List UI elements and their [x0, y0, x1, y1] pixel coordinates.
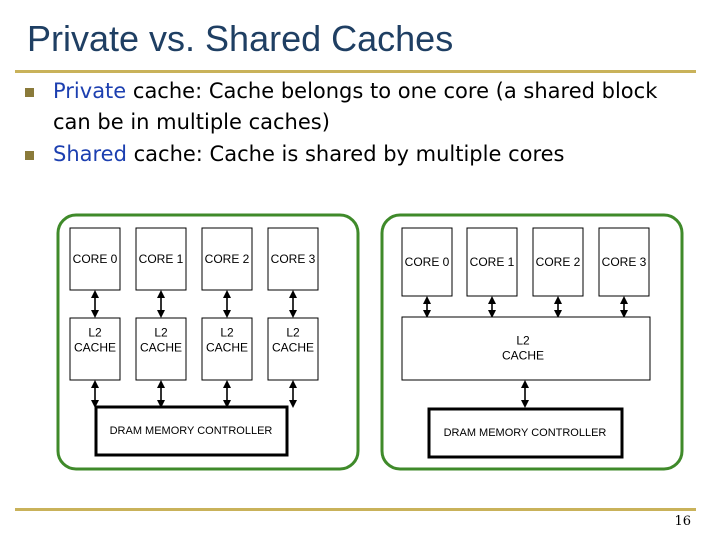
core-box [532, 227, 584, 297]
core-label: CORE 3 [602, 255, 647, 269]
bullet-text: cache: Cache is shared by multiple cores [126, 142, 565, 166]
core-box [135, 227, 187, 291]
core-label: CORE 0 [73, 252, 118, 266]
page-title: Private vs. Shared Caches [27, 18, 454, 59]
core-label: CORE 1 [139, 252, 184, 266]
core-box [401, 227, 453, 297]
footer-rule [15, 508, 696, 511]
core-box [201, 227, 253, 291]
core-box [466, 227, 518, 297]
l2-cache-box [267, 317, 319, 381]
bullet-term: Shared [53, 142, 127, 166]
title-rule [15, 70, 696, 73]
core-label: CORE 2 [205, 252, 250, 266]
core-label: CORE 3 [271, 252, 316, 266]
bullet-text: cache: Cache belongs to one core (a shar… [53, 79, 658, 134]
bullet-square-icon [25, 151, 34, 160]
l2-cache-box [201, 317, 253, 381]
core-label: CORE 0 [405, 255, 450, 269]
shared-l2-cache-box [401, 316, 651, 381]
bullet-private: Private cache: Cache belongs to one core… [25, 76, 693, 138]
bullet-square-icon [25, 88, 34, 97]
memory-controller-box [94, 405, 289, 457]
bullet-shared: Shared cache: Cache is shared by multipl… [25, 139, 693, 170]
core-label: CORE 2 [536, 255, 581, 269]
memory-controller-box [427, 407, 624, 459]
core-box [267, 227, 319, 291]
controller-label: DRAM MEMORY CONTROLLER [110, 425, 273, 437]
chip-frame [56, 213, 360, 471]
core-label: CORE 1 [470, 255, 515, 269]
bullet-term: Private [53, 79, 127, 103]
controller-label: DRAM MEMORY CONTROLLER [444, 427, 607, 439]
page-number: 16 [674, 514, 691, 529]
l2-cache-box [135, 317, 187, 381]
chip-frame [380, 213, 684, 471]
